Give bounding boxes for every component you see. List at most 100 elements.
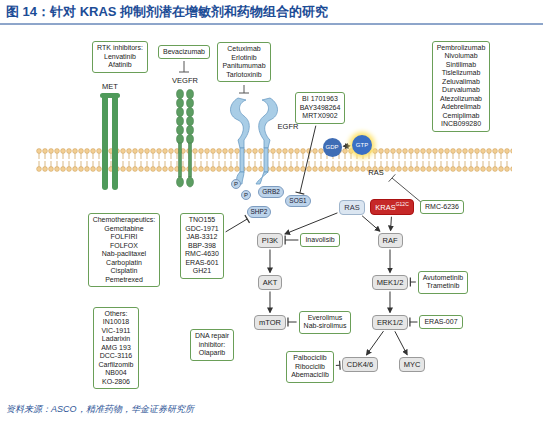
inhibition-bar xyxy=(339,361,341,370)
activation-arrow xyxy=(390,217,392,231)
activation-arrow xyxy=(269,292,270,313)
title-rule xyxy=(0,24,543,25)
activation-arrow xyxy=(269,250,270,273)
node-text: AKT xyxy=(263,278,278,287)
inhibition-line xyxy=(285,236,298,245)
figure-title: 图 14：针对 KRAS 抑制剂潜在增敏剂和药物组合的研究 xyxy=(6,4,328,20)
egfr-receptor xyxy=(231,98,278,184)
connector-line xyxy=(390,217,392,231)
phospho-circle: P xyxy=(231,179,241,189)
node-text: GTP xyxy=(356,142,368,148)
node-text: GDP xyxy=(325,144,338,150)
drug-box: Inavolisib xyxy=(300,233,339,248)
pathway-box: AKT xyxy=(258,275,283,290)
node-text: PI3K xyxy=(262,236,278,245)
connector-line xyxy=(343,145,350,146)
kras-box: KRASG12C xyxy=(370,199,414,215)
inhibition-bar xyxy=(410,278,411,287)
phospho-circle: P xyxy=(241,190,251,200)
pathway-box: mTOR xyxy=(254,315,286,330)
node-text: P xyxy=(234,181,238,187)
node-text: GRB2 xyxy=(262,188,280,195)
met-receptor xyxy=(100,93,120,190)
inhibition-bar xyxy=(285,236,286,245)
connector-line xyxy=(269,292,270,313)
vegfr-receptor xyxy=(177,90,194,188)
activation-arrow xyxy=(367,331,384,355)
node-text: Everolimus Nab-sirolimus xyxy=(304,314,347,330)
inhibition-bar xyxy=(409,318,410,327)
node-text: ERK1/2 xyxy=(377,318,403,327)
inhibition-line xyxy=(336,361,340,370)
node-text: KRAS xyxy=(375,203,395,212)
node-text: SHP2 xyxy=(251,208,268,215)
node-text: Bevacizumab xyxy=(163,48,205,55)
node-text: Palbociclib Ribociclib Abemaciclib xyxy=(291,354,329,378)
pathway-box: ERK1/2 xyxy=(372,315,408,330)
connector-line xyxy=(367,331,384,355)
drug-box: Chemotherapeutics: Gemcitabine FOLFIRI F… xyxy=(88,213,161,287)
inhibition-line xyxy=(226,215,250,232)
gdp-circle: GDP xyxy=(323,138,342,157)
connector-line xyxy=(226,219,248,232)
node-text: Avutometinib Trametinib xyxy=(423,274,463,290)
drug-box: ERAS-007 xyxy=(419,315,462,330)
drug-box: TNO155 GDC-1971 JAB-3312 BBP-398 RMC-463… xyxy=(180,213,224,279)
node-text: DNA repair inhibitor: Olaparib xyxy=(195,332,229,356)
inhibition-line xyxy=(296,126,316,194)
activation-arrow xyxy=(343,145,350,146)
drug-box: Everolimus Nab-sirolimus xyxy=(299,311,352,334)
node-text: SOS1 xyxy=(289,197,306,204)
connector-line xyxy=(410,282,415,283)
node-text: MYC xyxy=(404,360,421,369)
node-text: RTK inhibitors: Lenvatinib Afatinib xyxy=(97,44,143,68)
node-text: RMC-6236 xyxy=(425,203,459,210)
pathway-box: RAF xyxy=(378,233,403,248)
node-text: mTOR xyxy=(259,318,281,327)
source-note: 资料来源：ASCO，精准药物，华金证券研究所 xyxy=(6,404,194,415)
connector-line xyxy=(285,213,337,234)
node-text: P xyxy=(244,192,248,198)
connector-line xyxy=(389,292,390,313)
adaptor-protein: SHP2 xyxy=(247,206,272,218)
adaptor-protein: SOS1 xyxy=(285,195,310,207)
node-text: MEK1/2 xyxy=(377,278,404,287)
node-text: CDK4/6 xyxy=(347,360,373,369)
node-text: RAS xyxy=(344,203,359,212)
pathway-box: MYC xyxy=(399,357,426,372)
activation-arrow xyxy=(390,250,391,273)
drug-box: RTK inhibitors: Lenvatinib Afatinib xyxy=(92,41,148,73)
connector-line xyxy=(395,331,407,354)
node-text: BI 1701963 BAY3498264 MRTX0902 xyxy=(300,95,341,119)
drug-box: Palbociclib Ribociclib Abemaciclib xyxy=(286,351,334,383)
pathway-box: CDK4/6 xyxy=(342,357,378,372)
node-text: Inavolisib xyxy=(305,236,334,243)
inhibition-line xyxy=(410,318,418,327)
drug-box: Others: IN10018 VIC-1911 Ladarixin AMG 1… xyxy=(93,307,138,390)
activation-arrow xyxy=(362,216,380,231)
gtp-circle: GTP xyxy=(352,135,372,155)
inhibition-bar xyxy=(287,318,288,327)
activation-arrow xyxy=(285,213,337,234)
ras-box: RAS xyxy=(339,200,364,215)
connector-line xyxy=(390,250,391,273)
drug-box: DNA repair inhibitor: Olaparib xyxy=(190,329,234,361)
node-text: Others: IN10018 VIC-1911 Ladarixin AMG 1… xyxy=(98,310,133,385)
connector-line xyxy=(288,322,297,323)
drug-box: BI 1701963 BAY3498264 MRTX0902 xyxy=(295,92,346,124)
drug-box: Cetuximab Erlotinib Panitumumab Tarlotox… xyxy=(217,42,270,82)
part-label: RAS xyxy=(368,168,383,177)
inhibition-bar xyxy=(296,192,305,194)
connector-line xyxy=(300,126,316,193)
mutation-superscript: G12C xyxy=(396,201,409,207)
part-label: VEGFR xyxy=(172,76,198,85)
drug-box: RMC-6236 xyxy=(420,200,464,215)
connector-line xyxy=(410,322,418,323)
node-text: RAF xyxy=(383,236,398,245)
pathway-box: PI3K xyxy=(257,233,283,248)
connector-line xyxy=(362,216,380,231)
node-text: Chemotherapeutics: Gemcitabine FOLFIRI F… xyxy=(93,216,156,283)
part-label: MET xyxy=(102,82,118,91)
drug-box: Pembrolizumab Nivolumab Sintilimab Tisle… xyxy=(432,41,491,132)
inhibitor-leader xyxy=(179,61,422,203)
